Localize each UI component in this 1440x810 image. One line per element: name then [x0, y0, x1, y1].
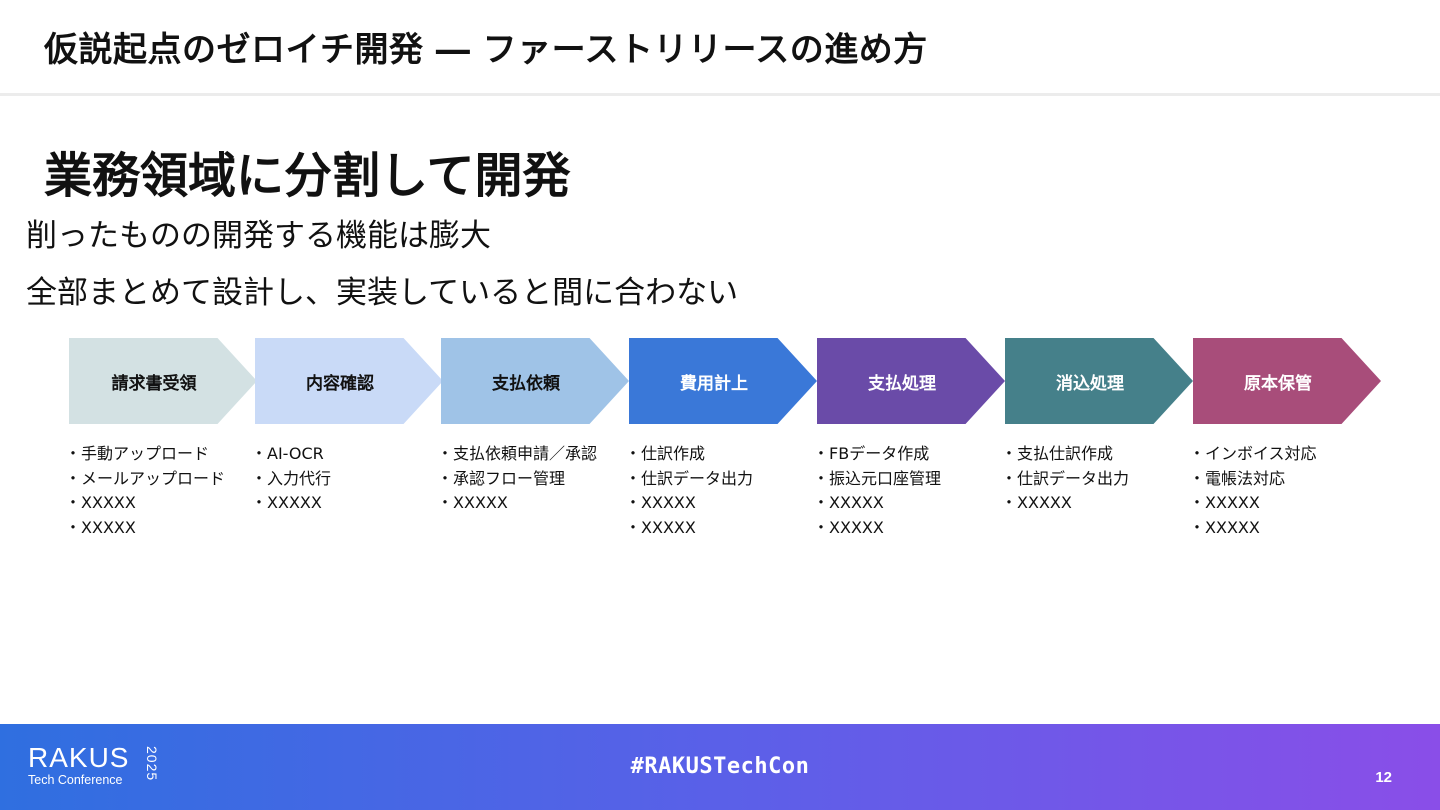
header-title: 仮説起点のゼロイチ開発 ― ファーストリリースの進め方 [44, 30, 928, 70]
step-item: 承認フロー管理 [445, 467, 597, 492]
step-item: 仕訳データ出力 [633, 467, 753, 492]
section-title: 業務領域に分割して開発 [44, 148, 571, 204]
step-item: AI-OCR [259, 442, 331, 467]
step-chevron: 請求書受領 [69, 338, 257, 424]
step-item: XXXXX [445, 491, 597, 516]
step-label: 原本保管 [1244, 373, 1312, 394]
step-item: 手動アップロード [73, 442, 225, 467]
hashtag: #RAKUSTechCon [630, 754, 810, 779]
step-item: 電帳法対応 [1197, 467, 1317, 492]
step-payment-request: 支払依頼 支払依頼申請／承認 承認フロー管理 XXXXX [441, 338, 629, 512]
step-item: XXXXX [821, 491, 941, 516]
step-label: 支払依頼 [492, 373, 560, 394]
step-item: 振込元口座管理 [821, 467, 941, 492]
step-original-storage: 原本保管 インボイス対応 電帳法対応 XXXXX XXXXX [1193, 338, 1381, 537]
step-items: 仕訳作成 仕訳データ出力 XXXXX XXXXX [633, 442, 753, 541]
step-item: XXXXX [633, 491, 753, 516]
step-item: 支払依頼申請／承認 [445, 442, 597, 467]
step-item: XXXXX [73, 516, 225, 541]
step-item: 仕訳作成 [633, 442, 753, 467]
step-items: インボイス対応 電帳法対応 XXXXX XXXXX [1197, 442, 1317, 541]
slide-header: 仮説起点のゼロイチ開発 ― ファーストリリースの進め方 [0, 0, 1440, 96]
step-chevron: 費用計上 [629, 338, 817, 424]
body-line-1: 削ったものの開発する機能は膨大 [26, 218, 491, 254]
step-item: XXXXX [633, 516, 753, 541]
step-item: XXXXX [73, 491, 225, 516]
body-line-2: 全部まとめて設計し、実装していると間に合わない [26, 275, 739, 311]
logo-main: RAKUS [28, 742, 130, 773]
step-chevron: 原本保管 [1193, 338, 1381, 424]
rakus-logo: RAKUS Tech Conference 2025 [28, 742, 160, 788]
step-label: 費用計上 [680, 373, 748, 394]
process-flow: 請求書受領 手動アップロード メールアップロード XXXXX XXXXX 内容確… [0, 338, 1440, 558]
step-item: FBデータ作成 [821, 442, 941, 467]
step-items: AI-OCR 入力代行 XXXXX [259, 442, 331, 516]
step-items: 支払依頼申請／承認 承認フロー管理 XXXXX [445, 442, 597, 516]
step-item: XXXXX [821, 516, 941, 541]
logo-sub: Tech Conference [28, 773, 123, 787]
step-item: XXXXX [1197, 516, 1317, 541]
step-item: XXXXX [259, 491, 331, 516]
step-payment-processing: 支払処理 FBデータ作成 振込元口座管理 XXXXX XXXXX [817, 338, 1005, 537]
step-chevron: 消込処理 [1005, 338, 1193, 424]
step-item: インボイス対応 [1197, 442, 1317, 467]
step-reconciliation: 消込処理 支払仕訳作成 仕訳データ出力 XXXXX [1005, 338, 1193, 512]
page-number: 12 [1375, 769, 1392, 786]
step-label: 内容確認 [306, 373, 374, 394]
step-chevron: 支払依頼 [441, 338, 629, 424]
step-content-check: 内容確認 AI-OCR 入力代行 XXXXX [255, 338, 443, 512]
slide-footer: RAKUS Tech Conference 2025 #RAKUSTechCon… [0, 724, 1440, 810]
step-item: 仕訳データ出力 [1009, 467, 1129, 492]
step-item: XXXXX [1009, 491, 1129, 516]
step-item: メールアップロード [73, 467, 225, 492]
step-items: FBデータ作成 振込元口座管理 XXXXX XXXXX [821, 442, 941, 541]
step-items: 支払仕訳作成 仕訳データ出力 XXXXX [1009, 442, 1129, 516]
step-chevron: 内容確認 [255, 338, 443, 424]
step-label: 請求書受領 [111, 373, 197, 394]
step-item: XXXXX [1197, 491, 1317, 516]
step-label: 消込処理 [1056, 373, 1124, 394]
step-invoice-receipt: 請求書受領 手動アップロード メールアップロード XXXXX XXXXX [69, 338, 257, 537]
step-expense-posting: 費用計上 仕訳作成 仕訳データ出力 XXXXX XXXXX [629, 338, 817, 537]
step-chevron: 支払処理 [817, 338, 1005, 424]
step-item: 支払仕訳作成 [1009, 442, 1129, 467]
step-item: 入力代行 [259, 467, 331, 492]
step-label: 支払処理 [868, 373, 936, 394]
step-items: 手動アップロード メールアップロード XXXXX XXXXX [73, 442, 225, 541]
